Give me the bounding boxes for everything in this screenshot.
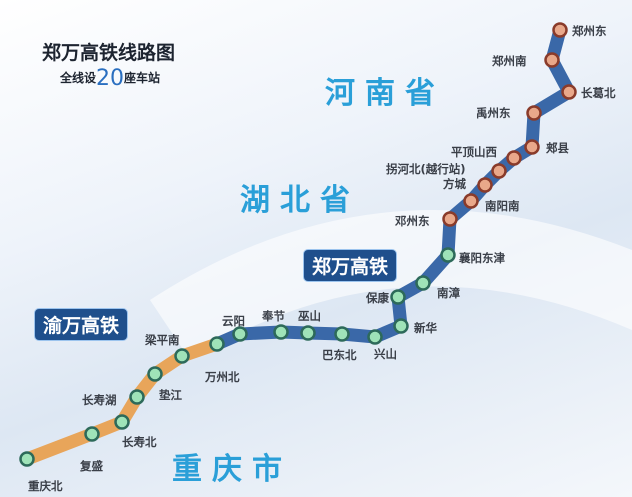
station-label: 郑州东 — [572, 24, 607, 38]
station-label: 郏县 — [546, 141, 569, 155]
station-dot — [442, 211, 458, 227]
station-dot — [552, 22, 568, 38]
station-dot — [147, 366, 163, 382]
station-dot — [367, 329, 383, 345]
station-dot — [463, 193, 479, 209]
station-dot — [526, 105, 542, 121]
station-dot — [273, 324, 289, 340]
station-dot — [174, 348, 190, 364]
station-dot — [561, 84, 577, 100]
station-dot — [209, 336, 225, 352]
station-label: 拐河北(越行站) — [386, 162, 466, 176]
zhengwan-callout: 郑万高铁 — [303, 249, 398, 282]
station-label: 云阳 — [222, 314, 245, 328]
station-label: 复盛 — [80, 459, 103, 473]
station-label: 巫山 — [298, 309, 321, 323]
station-label: 垫江 — [159, 388, 182, 402]
station-label: 方城 — [443, 177, 466, 191]
station-label: 重庆北 — [28, 479, 63, 493]
station-label: 平顶山西 — [451, 145, 497, 159]
map-title: 郑万高铁线路图 — [42, 42, 176, 64]
station-dot — [129, 389, 145, 405]
station-dot — [524, 139, 540, 155]
station-dot — [232, 326, 248, 342]
station-dot — [415, 275, 431, 291]
station-dot — [19, 451, 35, 467]
station-dot — [84, 426, 100, 442]
station-label: 长寿北 — [122, 435, 157, 449]
station-label: 巴东北 — [322, 348, 357, 362]
station-dot — [334, 326, 350, 342]
station-label: 新华 — [414, 321, 437, 335]
station-count: 20 — [96, 66, 125, 91]
train-shape — [150, 210, 632, 360]
subtitle-prefix: 全线设 — [60, 71, 97, 85]
station-label: 南阳南 — [485, 199, 520, 213]
station-label: 长葛北 — [581, 86, 616, 100]
station-dot — [393, 318, 409, 334]
station-dot — [491, 163, 507, 179]
yuwan-callout: 渝万高铁 — [34, 308, 129, 341]
province-chongqing: 重庆市 — [172, 452, 292, 487]
station-dot — [300, 325, 316, 341]
station-label: 保康 — [366, 291, 389, 305]
province-hubei: 湖北省 — [240, 183, 360, 218]
subtitle-suffix: 座车站 — [124, 71, 161, 85]
station-dot — [477, 177, 493, 193]
station-label: 禹州东 — [476, 106, 511, 120]
station-label: 奉节 — [262, 309, 285, 323]
station-label: 郑州南 — [492, 54, 527, 68]
station-dot — [440, 247, 456, 263]
station-label: 万州北 — [205, 370, 240, 384]
station-label: 长寿湖 — [82, 393, 117, 407]
station-label: 兴山 — [374, 347, 397, 361]
map-subtitle: 全线设20座车站 — [60, 66, 160, 91]
station-label: 梁平南 — [145, 333, 180, 347]
station-label: 邓州东 — [395, 214, 430, 228]
station-dot — [390, 289, 406, 305]
station-label: 南漳 — [437, 286, 460, 300]
province-henan: 河南省 — [325, 76, 445, 111]
station-dot — [114, 414, 130, 430]
station-dot — [544, 52, 560, 68]
station-dot — [506, 150, 522, 166]
station-label: 襄阳东津 — [459, 251, 505, 265]
